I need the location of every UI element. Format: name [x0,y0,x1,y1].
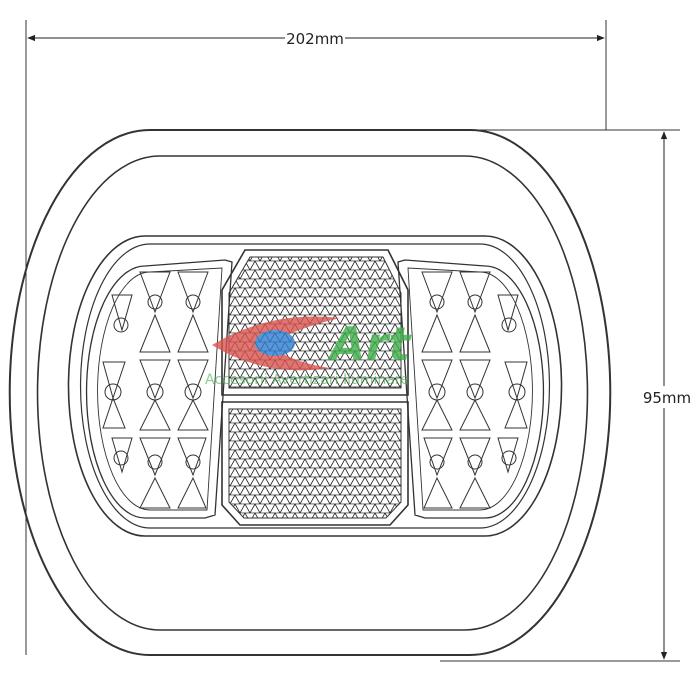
led-cell-icon [102,271,209,509]
height-dimension: 95mm [440,129,695,662]
width-dimension: 202mm [25,20,607,655]
right-led-module [397,259,545,519]
eye-logo-icon [212,316,340,371]
watermark-logo: Art [327,317,412,371]
watermark: Art Accesorii Avertizari Iluminare [205,316,412,388]
led-cell-icon [421,271,528,509]
eye-iris-icon [255,330,295,356]
width-dimension-label: 202mm [286,30,344,48]
lamp-housing [8,129,612,656]
watermark-tagline: Accesorii Avertizari Iluminare [205,372,409,388]
height-dimension-label: 95mm [643,389,691,407]
lens-frame [67,235,563,537]
reflector-mesh-icon [228,408,402,519]
left-led-module [85,259,233,519]
